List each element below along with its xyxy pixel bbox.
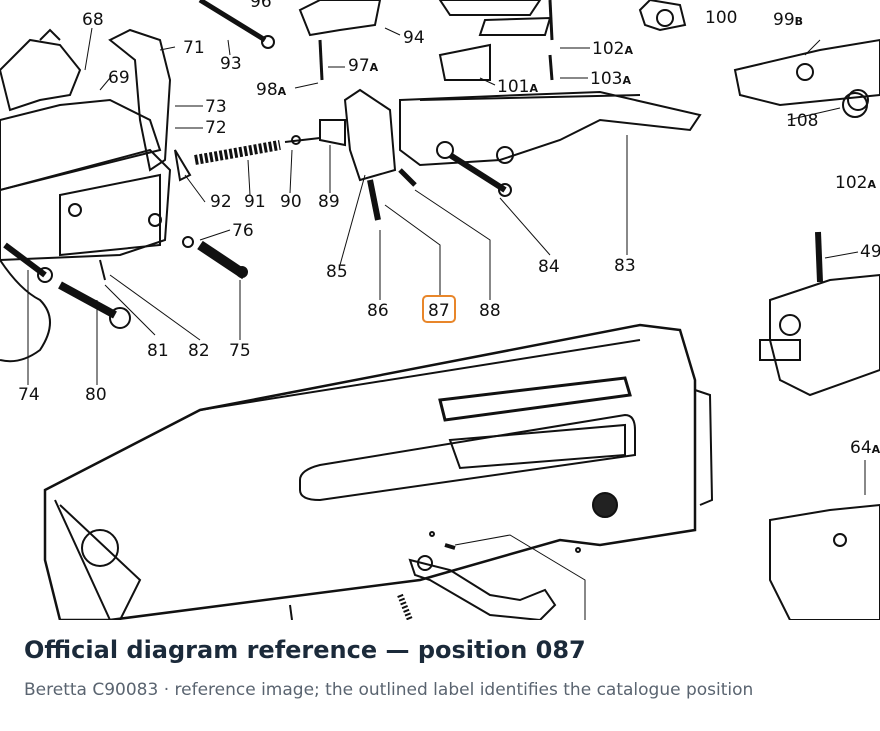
label-108: 108 [786, 111, 819, 131]
label-98a: 98A [256, 80, 287, 100]
label-86: 86 [367, 301, 389, 321]
diagram-drawing [0, 0, 880, 620]
label-102a-top: 102A [592, 39, 633, 59]
label-83: 83 [614, 256, 636, 276]
label-74: 74 [18, 385, 40, 405]
label-72: 72 [205, 118, 227, 138]
label-76: 76 [232, 221, 254, 241]
label-82: 82 [188, 341, 210, 361]
highlighted-position-outline [422, 295, 456, 323]
label-71: 71 [183, 38, 205, 58]
label-88: 88 [479, 301, 501, 321]
caption-subtitle: Beretta C90083 · reference image; the ou… [24, 680, 754, 700]
exploded-parts-diagram: 96 68 71 93 94 100 99B 69 97A 98A 102A 1… [0, 0, 880, 620]
label-90: 90 [280, 192, 302, 212]
label-101a: 101A [497, 77, 538, 97]
label-89: 89 [318, 192, 340, 212]
label-84: 84 [538, 257, 560, 277]
label-97a: 97A [348, 56, 379, 76]
label-64a: 64A [850, 438, 880, 458]
label-100: 100 [705, 8, 738, 28]
label-102a-right: 102A [835, 173, 876, 193]
label-80: 80 [85, 385, 107, 405]
label-96: 96 [250, 0, 272, 12]
label-81: 81 [147, 341, 169, 361]
label-103a: 103A [590, 69, 631, 89]
label-75: 75 [229, 341, 251, 361]
label-91: 91 [244, 192, 266, 212]
label-87: 87 [428, 301, 450, 321]
caption-title: Official diagram reference — position 08… [24, 636, 586, 664]
label-99b: 99B [773, 10, 804, 30]
label-85: 85 [326, 262, 348, 282]
label-94: 94 [403, 28, 425, 48]
label-92: 92 [210, 192, 232, 212]
label-68: 68 [82, 10, 104, 30]
label-49: 49 [860, 242, 880, 262]
label-69: 69 [108, 68, 130, 88]
label-73: 73 [205, 97, 227, 117]
caption-panel: Official diagram reference — position 08… [0, 620, 880, 731]
label-93: 93 [220, 54, 242, 74]
